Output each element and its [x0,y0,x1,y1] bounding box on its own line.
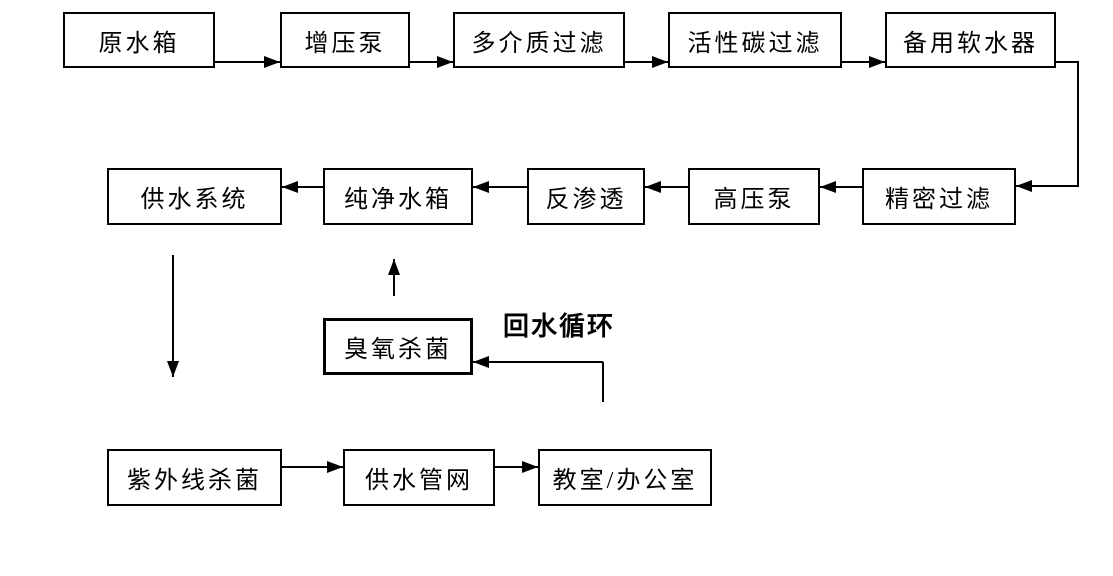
node-high-pressure-pump: 高压泵 [688,168,820,225]
node-booster-pump: 增压泵 [280,12,410,68]
node-raw-water-tank: 原水箱 [63,12,215,68]
node-ozone-sterilization: 臭氧杀菌 [323,318,473,375]
node-water-supply-system: 供水系统 [107,168,282,225]
node-multimedia-filter: 多介质过滤 [453,12,625,68]
arrow-softener-to-precisionfilter [1016,61,1079,192]
node-precision-filter: 精密过滤 [862,168,1016,225]
node-uv-sterilization: 紫外线杀菌 [107,449,282,506]
node-backup-water-softener: 备用软水器 [885,12,1056,68]
node-activated-carbon-filter: 活性碳过滤 [668,12,842,68]
node-pure-water-tank: 纯净水箱 [323,168,473,225]
node-supply-pipe-network: 供水管网 [343,449,495,506]
node-reverse-osmosis: 反渗透 [527,168,645,225]
return-water-loop-label: 回水循环 [503,311,616,341]
node-classroom-office: 教室/办公室 [538,449,712,506]
